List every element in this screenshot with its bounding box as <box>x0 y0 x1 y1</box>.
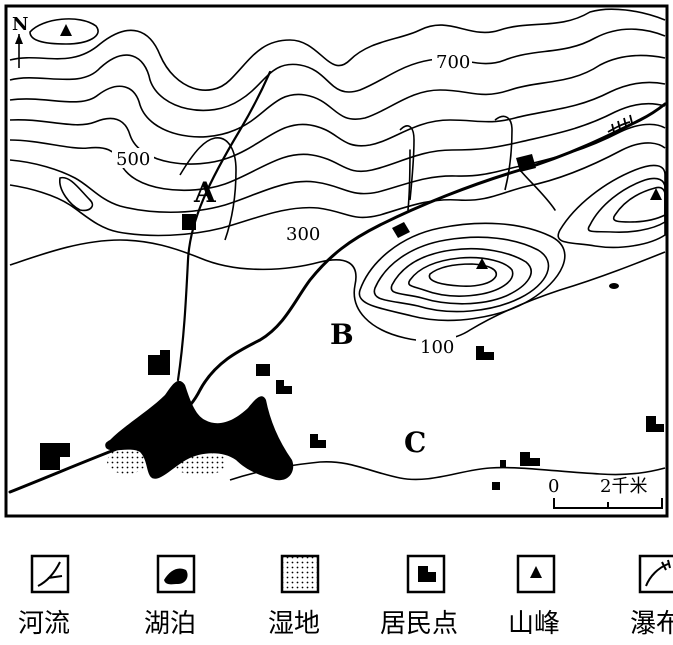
contour-labels: 700 500 300 100 <box>112 50 472 358</box>
legend-label: 湿地 <box>268 609 320 639</box>
settlements <box>40 154 664 490</box>
wetlands <box>107 448 227 475</box>
map-frame <box>4 4 669 518</box>
contour-label-300: 300 <box>286 224 320 245</box>
scale-bar: 0 2千米 <box>548 476 663 509</box>
legend-item-wetland: 湿地 <box>268 554 320 639</box>
legend-label: 河流 <box>18 609 70 639</box>
legend-label: 瀑布 <box>630 609 673 639</box>
north-label: N <box>12 14 28 35</box>
contour-label-100: 100 <box>420 337 454 358</box>
point-label-c: C <box>404 426 426 459</box>
point-label-b: B <box>330 318 354 351</box>
peak-icon <box>60 24 72 36</box>
legend-label: 居民点 <box>380 609 458 639</box>
contour-label-500: 500 <box>116 149 150 170</box>
point-labels: A B C <box>193 176 426 459</box>
legend-item-waterfall: 瀑布 <box>630 554 673 639</box>
point-label-a: A <box>193 176 217 209</box>
wetland-icon <box>280 554 320 594</box>
legend-label: 湖泊 <box>144 609 196 639</box>
peaks <box>60 24 662 269</box>
contour-label-700: 700 <box>436 52 470 73</box>
lake-icon <box>156 554 196 594</box>
north-arrow: N <box>12 14 28 68</box>
waterfall-marker <box>607 114 633 133</box>
legend-item-settlement: 居民点 <box>380 554 458 639</box>
legend-item-lake: 湖泊 <box>144 554 196 639</box>
contour-lines-south <box>9 164 666 342</box>
river-icon <box>30 554 70 594</box>
scale-distance: 2千米 <box>600 476 647 497</box>
legend-item-river: 河流 <box>18 554 70 639</box>
scale-zero: 0 <box>548 476 559 497</box>
peak-legend-icon <box>516 554 556 594</box>
legend-item-peak: 山峰 <box>508 554 560 639</box>
lakes <box>105 380 294 481</box>
legend: 河流 湖泊 湿地 居民点 山峰 瀑布 <box>18 554 673 639</box>
legend-label: 山峰 <box>508 609 560 639</box>
peak-icon <box>650 188 662 200</box>
peak-icon <box>476 258 488 269</box>
plain-boundary <box>229 461 666 481</box>
